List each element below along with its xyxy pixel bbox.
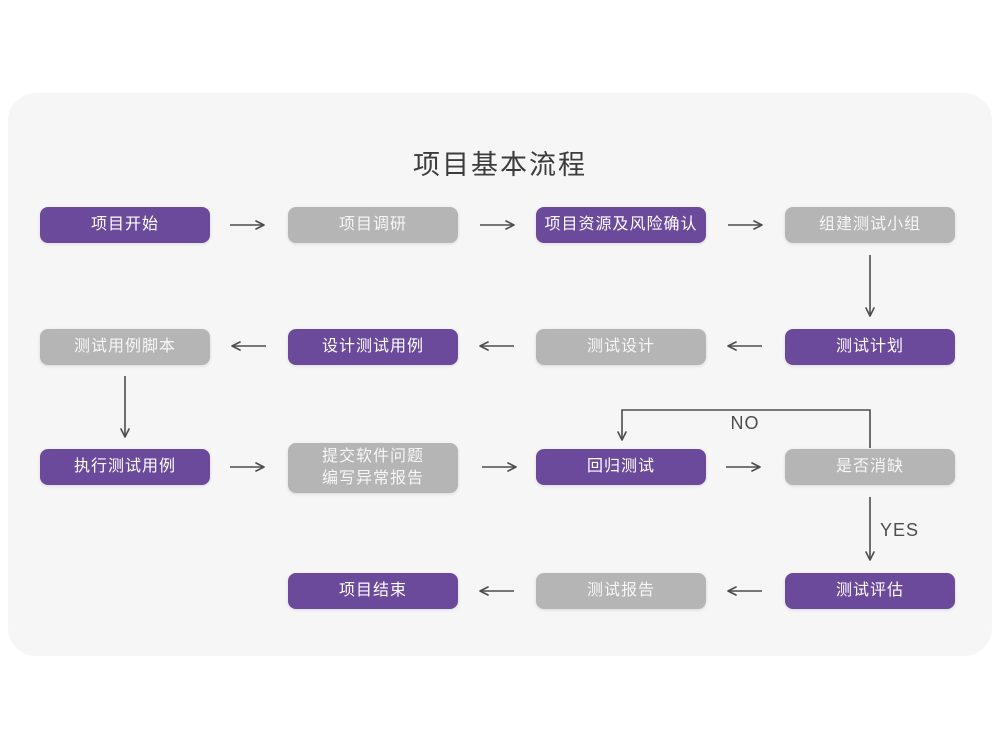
node-design-test-case: 设计测试用例 xyxy=(288,329,458,365)
node-test-plan: 测试计划 xyxy=(785,329,955,365)
node-project-end: 项目结束 xyxy=(288,573,458,609)
node-resource-risk: 项目资源及风险确认 xyxy=(536,207,706,243)
node-test-evaluation: 测试评估 xyxy=(785,573,955,609)
node-test-case-script: 测试用例脚本 xyxy=(40,329,210,365)
edge-label-yes: YES xyxy=(880,520,920,540)
node-defect-check: 是否消缺 xyxy=(785,449,955,485)
node-issue-report: 提交软件问题 编写异常报告 xyxy=(288,443,458,493)
diagram-card xyxy=(8,93,992,656)
node-execute-test-case: 执行测试用例 xyxy=(40,449,210,485)
node-regression-test: 回归测试 xyxy=(536,449,706,485)
node-build-test-team: 组建测试小组 xyxy=(785,207,955,243)
node-test-report: 测试报告 xyxy=(536,573,706,609)
node-test-design: 测试设计 xyxy=(536,329,706,365)
edge-label-no: NO xyxy=(730,413,760,433)
diagram-title: 项目基本流程 xyxy=(413,150,587,180)
node-project-start: 项目开始 xyxy=(40,207,210,243)
node-project-research: 项目调研 xyxy=(288,207,458,243)
